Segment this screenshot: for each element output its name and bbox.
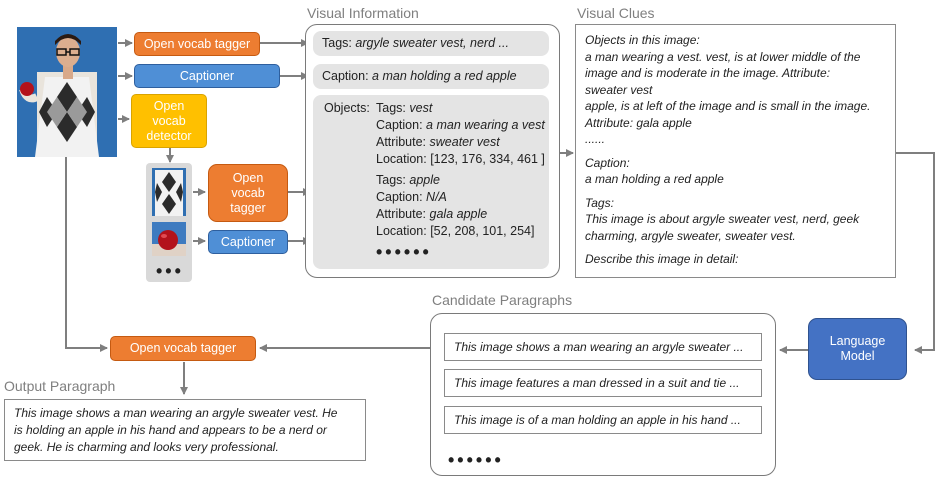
input-photo <box>17 27 117 157</box>
clue-line: apple, is at left of the image and is sm… <box>585 99 871 113</box>
output-line: is holding an apple in his hand and appe… <box>14 423 327 437</box>
crop-apple-thumbnail <box>152 222 186 256</box>
clue-line: a man wearing a vest. vest, is at lower … <box>585 49 861 64</box>
language-model-box: Language Model <box>808 318 907 380</box>
candidate-paragraph-2: This image features a man dressed in a s… <box>444 369 762 397</box>
vi-tags-box: Tags: argyle sweater vest, nerd ... <box>313 31 549 56</box>
captioner-mid: Captioner <box>208 230 288 254</box>
obj1-tags-label: Tags: <box>376 101 406 115</box>
open-vocab-tagger-mid: Open vocab tagger <box>208 164 288 222</box>
clue-line: Tags: <box>585 195 614 210</box>
vi-caption-value: a man holding a red apple <box>372 69 517 83</box>
candidate-paragraph-1: This image shows a man wearing an argyle… <box>444 333 762 361</box>
obj1-caption-value: a man wearing a vest <box>426 118 545 132</box>
obj2-caption-value: N/A <box>426 190 447 204</box>
vi-objects-box <box>313 95 549 269</box>
visual-information-title: Visual Information <box>307 5 419 21</box>
arrow-image-to-bottom-tagger <box>65 157 108 352</box>
clue-line: charming, argyle sweater, sweater vest. <box>585 228 796 243</box>
vi-caption-label: Caption: <box>322 69 369 83</box>
output-line: geek. He is charming and looks very prof… <box>14 440 279 454</box>
obj1-tags-value: vest <box>409 101 433 115</box>
clue-line: ...... <box>585 132 606 146</box>
obj1-attribute-label: Attribute: <box>376 135 427 149</box>
visual-clues-text: Objects in this image: a man wearing a v… <box>585 32 893 268</box>
clue-line: Describe this image in detail: <box>585 252 739 266</box>
clue-line: Caption: <box>585 155 630 170</box>
clue-line: sweater vest <box>585 82 653 97</box>
vi-tags-label: Tags: <box>322 36 352 50</box>
clue-line: image and is moderate in the image. Attr… <box>585 66 831 80</box>
candidates-ellipsis: •••••• <box>448 450 504 470</box>
obj2-caption-label: Caption: <box>376 190 423 204</box>
output-paragraph-title: Output Paragraph <box>4 378 116 394</box>
captioner-top: Captioner <box>134 64 280 88</box>
clue-line: Objects in this image: <box>585 33 700 47</box>
obj1-location: Location: [123, 176, 334, 461 ] <box>376 152 545 166</box>
obj2-location: Location: [52, 208, 101, 254] <box>376 224 535 238</box>
candidate-paragraph-3: This image is of a man holding an apple … <box>444 406 762 434</box>
clue-line: Attribute: gala apple <box>585 115 692 130</box>
obj2-tags-value: apple <box>409 173 440 187</box>
candidate-paragraphs-title: Candidate Paragraphs <box>432 292 573 308</box>
open-vocab-detector: Open vocab detector <box>131 94 207 148</box>
open-vocab-tagger-bottom: Open vocab tagger <box>110 336 256 361</box>
visual-clues-panel <box>575 24 896 278</box>
output-line: This image shows a man wearing an argyle… <box>14 406 338 420</box>
obj1-attribute-value: sweater vest <box>429 135 500 149</box>
obj2-attribute-label: Attribute: <box>376 207 427 221</box>
vi-objects-label: Objects: <box>324 101 370 115</box>
obj2-tags-label: Tags: <box>376 173 406 187</box>
open-vocab-tagger-top: Open vocab tagger <box>134 32 260 56</box>
vi-objects-ellipsis: •••••• <box>376 242 432 262</box>
vi-tags-value: argyle sweater vest, nerd ... <box>355 36 509 50</box>
obj2-attribute-value: gala apple <box>429 207 488 221</box>
crops-ellipsis: ••• <box>156 261 184 281</box>
output-paragraph-box: This image shows a man wearing an argyle… <box>4 399 366 461</box>
clue-line: a man holding a red apple <box>585 172 724 186</box>
clue-line: This image is about argyle sweater vest,… <box>585 212 860 226</box>
crop-vest-thumbnail <box>152 168 186 216</box>
visual-clues-title: Visual Clues <box>577 5 655 21</box>
arrow-clues-to-lm <box>896 152 935 354</box>
obj1-caption-label: Caption: <box>376 118 423 132</box>
vi-caption-box: Caption: a man holding a red apple <box>313 64 549 89</box>
vi-object-1: Tags: vest Caption: a man wearing a vest… <box>376 100 556 168</box>
vi-object-2: Tags: apple Caption: N/A Attribute: gala… <box>376 172 556 240</box>
